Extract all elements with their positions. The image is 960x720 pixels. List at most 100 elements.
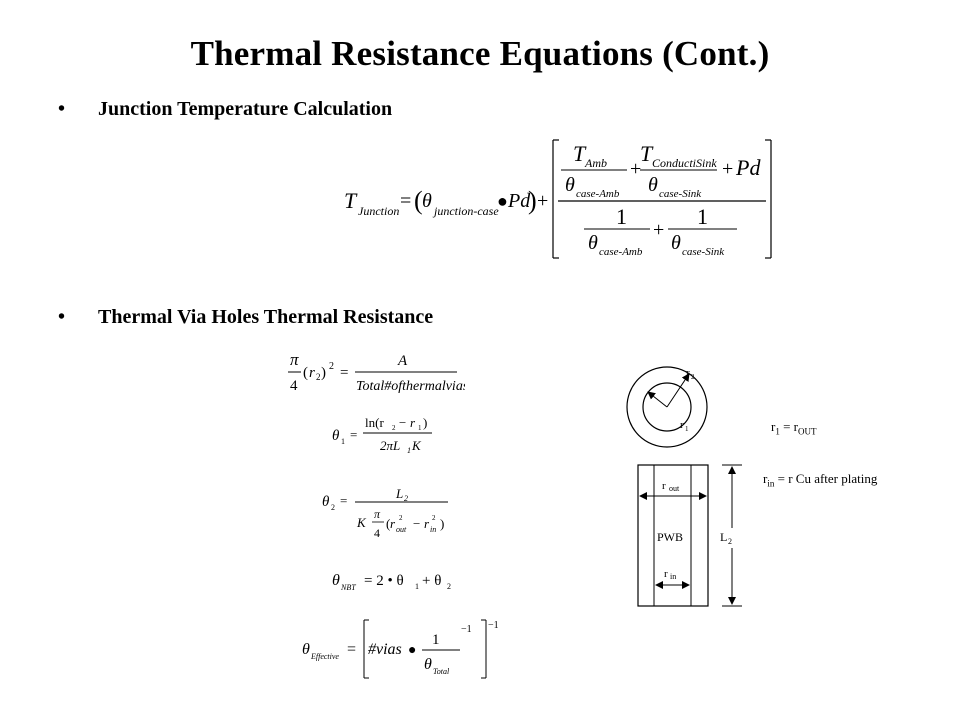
r2-label: r (686, 367, 690, 379)
bullet-text: Junction Temperature Calculation (98, 98, 393, 120)
plus-sign: + (537, 190, 548, 212)
note-sub: OUT (798, 426, 817, 437)
l2-label: L (720, 530, 727, 544)
theta2-equation: θ 2 = L 2 K π 4 ( r out 2 − r in 2 ) (322, 486, 448, 540)
r-out-sub: out (396, 525, 407, 534)
plus-theta: + θ (422, 573, 441, 589)
bullet-thermal-via: • Thermal Via Holes Thermal Resistance (58, 306, 433, 329)
den-text: 2πL (380, 438, 400, 453)
note-text: r (771, 419, 776, 434)
plus-sign: + (630, 158, 641, 180)
effective-sub: Effective (310, 652, 339, 661)
equals-sign: = (340, 493, 347, 508)
num-sub: 2 (404, 494, 408, 503)
bullet-junction-temp: • Junction Temperature Calculation (58, 98, 392, 121)
theta-symbol: θ (322, 494, 330, 510)
total-sub: Total (433, 667, 450, 676)
plus-sign: + (722, 158, 733, 180)
via-area-equation: π 4 ( r 2 ) 2 = A Total#ofthermalvias (288, 350, 465, 394)
square-exp: 2 (329, 361, 334, 372)
exponent: −1 (488, 620, 499, 631)
inner-circle (642, 382, 692, 432)
theta-symbol: θ (332, 572, 340, 589)
r-sub: 2 (316, 372, 321, 382)
four: 4 (290, 378, 298, 394)
bullet-text: Thermal Via Holes Thermal Resistance (98, 306, 434, 328)
theta-symbol: θ (588, 232, 598, 254)
inner-exponent: −1 (461, 624, 472, 635)
t-cs-symbol: T (640, 141, 654, 166)
theta-symbol: θ (302, 641, 310, 658)
r-out-label-sub: out (669, 484, 680, 493)
theta-symbol: θ (332, 428, 340, 444)
note-sub: in (767, 478, 775, 489)
equals-sign: = (347, 641, 356, 658)
r1-arrow (647, 391, 668, 408)
via-cross-section-diagram: r 2 r 1 r out PWB r in L 2 (626, 366, 742, 607)
theta-symbol: θ (671, 232, 681, 254)
total-vias: Total#ofthermalvias (356, 379, 465, 394)
exp-2: 2 (399, 514, 403, 522)
numerator-one: 1 (432, 632, 440, 648)
note-text: = r (779, 419, 799, 434)
r-in: r (424, 516, 430, 531)
r-in-sub: in (430, 525, 436, 534)
theta1-equation: θ 1 = ln(r 2 − r 1 ) 2πL 1 K (332, 415, 432, 455)
r1-label-sub: 1 (685, 425, 689, 433)
th-case-sink-sub: case-Sink (659, 188, 702, 200)
rin-definition: rin = r Cu after plating (763, 471, 877, 489)
theta-symbol: θ (648, 174, 658, 196)
rhs-text: = 2 • θ (364, 573, 404, 589)
slide-title: Thermal Resistance Equations (Cont.) (190, 34, 770, 73)
bullet-icon: • (58, 98, 66, 120)
exp-2: 2 (432, 514, 436, 522)
r-symbol: r (309, 365, 315, 381)
note-text: = r Cu after plating (774, 471, 878, 486)
pd-term: Pd (507, 190, 531, 212)
theta-nbt-equation: θ NBT = 2 • θ 1 + θ 2 (332, 572, 451, 592)
t-symbol: T (344, 188, 358, 213)
num-l: L (395, 486, 403, 501)
outer-circle (626, 366, 708, 448)
den-k: K (411, 438, 422, 453)
theta-symbol: θ (424, 656, 432, 673)
minus: − (413, 516, 420, 531)
theta2-sub: 2 (447, 582, 451, 591)
open-paren: ( (414, 186, 423, 215)
multiply-dot: ● (497, 191, 508, 211)
r2-sub: 2 (392, 424, 396, 432)
close-paren: ) (440, 516, 444, 531)
r-in-label: r (664, 568, 668, 580)
junction-temperature-equation: T Junction = ( θ junction-case ● Pd ) + … (344, 139, 772, 259)
ln-open: ln(r (365, 415, 384, 430)
theta1-sub: 1 (415, 582, 419, 591)
t-amb-sub: Amb (584, 156, 607, 170)
pwb-label: PWB (657, 530, 683, 544)
numerator-one: 1 (616, 204, 627, 229)
pd-term: Pd (735, 155, 761, 180)
den-sub: 1 (407, 446, 411, 455)
pi-symbol: π (290, 350, 299, 369)
th-case-amb-sub: case-Amb (576, 188, 620, 200)
close-paren: ) (528, 186, 537, 215)
equals-sign: = (350, 427, 357, 442)
r-in-label-sub: in (670, 572, 676, 581)
t-junction-sub: Junction (358, 204, 399, 218)
t-cs-sub: ConductiSink (652, 156, 717, 170)
r1-label: r (680, 419, 684, 431)
bullet-icon: • (58, 306, 66, 328)
area-a: A (397, 353, 408, 369)
close-paren: ) (321, 365, 326, 381)
equals-sign: = (400, 190, 411, 212)
th-case-amb-sub: case-Amb (599, 246, 643, 258)
theta-jc-sub: junction-case (432, 204, 499, 218)
r-out-label: r (662, 480, 666, 492)
multiply-dot: ● (408, 643, 416, 658)
r1-definition: r1 = rOUT (771, 419, 817, 437)
r-out: r (390, 516, 396, 531)
note-text: r (763, 471, 768, 486)
theta-sub: 2 (331, 503, 335, 512)
open-paren: ( (303, 365, 308, 381)
vias-term: #vias (368, 641, 402, 658)
pi-symbol: π (374, 507, 381, 521)
